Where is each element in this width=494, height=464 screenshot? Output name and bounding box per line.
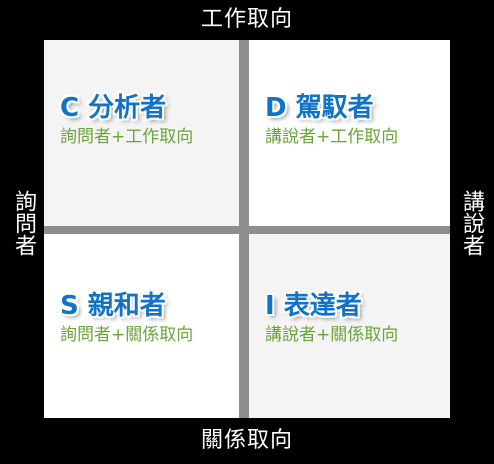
quadrant-expressive: I 表達者 講說者+關係取向 [249, 234, 450, 418]
axis-label-right: 講說者 [459, 190, 484, 256]
axis-label-left: 詢問者 [11, 190, 36, 256]
quadrant-subtitle: 講說者+工作取向 [265, 127, 399, 147]
quadrant-title: D 駕馭者 [265, 93, 374, 123]
quadrant-title: I 表達者 [265, 291, 362, 321]
quadrant-title: S 親和者 [60, 291, 166, 321]
quadrant-title: C 分析者 [60, 93, 167, 123]
axis-label-top: 工作取向 [200, 7, 293, 32]
axis-label-bottom: 關係取向 [200, 428, 293, 453]
quadrant-driver: D 駕馭者 講說者+工作取向 [249, 40, 450, 226]
quadrant-subtitle: 詢問者+工作取向 [60, 127, 194, 147]
quadrant-grid: C 分析者 詢問者+工作取向 D 駕馭者 講說者+工作取向 S 親和者 詢問者+… [44, 40, 450, 418]
quadrant-subtitle: 講說者+關係取向 [265, 325, 399, 345]
quadrant-subtitle: 詢問者+關係取向 [60, 325, 194, 345]
quadrant-amiable: S 親和者 詢問者+關係取向 [44, 234, 239, 418]
quadrant-analyzer: C 分析者 詢問者+工作取向 [44, 40, 239, 226]
